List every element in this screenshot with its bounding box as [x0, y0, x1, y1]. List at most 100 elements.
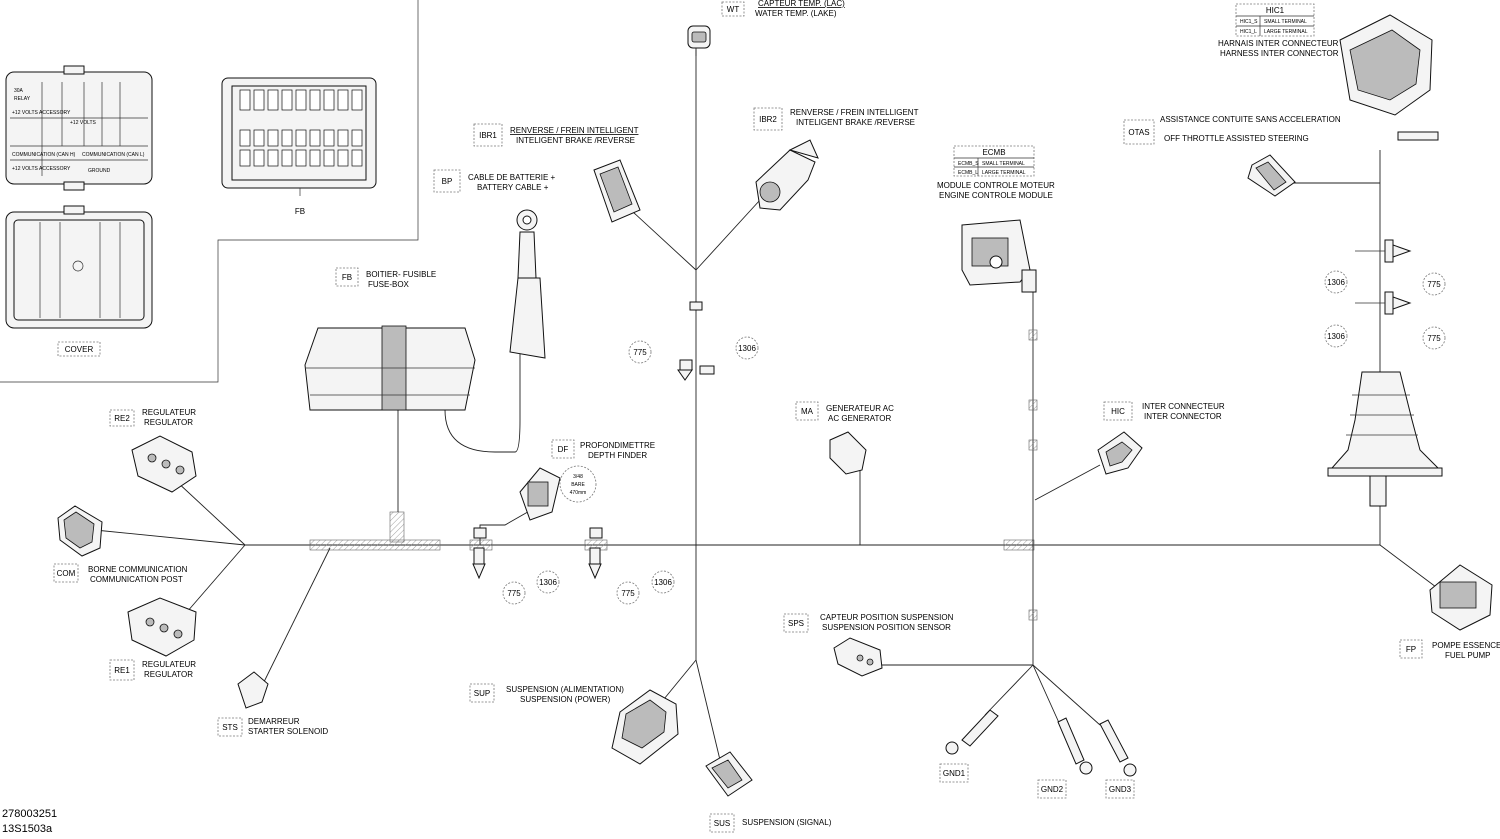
re1-regulator	[127, 597, 197, 657]
com-post	[57, 505, 103, 557]
fp-pump	[1429, 564, 1493, 631]
drawing-code: 13S1503a	[2, 823, 53, 835]
hic-en: INTER CONNECTOR	[1144, 412, 1222, 421]
row2-label: +12 VOLTS	[70, 120, 97, 126]
fb-fr: BOITIER- FUSIBLE	[366, 270, 436, 279]
hic1-large: LARGE TERMINAL	[1264, 29, 1308, 35]
sup-en: SUSPENSION (POWER)	[520, 695, 611, 704]
df-note-bare: BARE	[571, 482, 585, 488]
com-code: COM	[57, 569, 76, 578]
sps-sensor	[833, 637, 883, 677]
fusebox-detail: 30A RELAY +12 VOLTS ACCESSORY +12 VOLTS …	[0, 0, 419, 383]
hic1-l: HIC1_L	[1240, 29, 1257, 35]
sup-connector	[611, 689, 679, 765]
sup-fr: SUSPENSION (ALIMENTATION)	[506, 685, 624, 694]
df-note-length: 470mm	[570, 490, 587, 496]
relay-label: 30A	[14, 88, 24, 94]
ref-1306-a: 1306	[738, 344, 756, 353]
gnd1-code: GND1	[943, 769, 966, 778]
row4-label: COMMUNICATION (CAN L)	[82, 152, 145, 158]
hic1-code: HIC1	[1266, 6, 1285, 15]
ma-connector	[829, 431, 867, 475]
fp-fr: POMPE ESSENCE	[1432, 641, 1500, 650]
relay-sub: RELAY	[14, 96, 31, 102]
ref-callouts: 775 1306 1306 775 1306 775 1306 775 1306…	[502, 270, 1446, 605]
ref-775-e: 775	[1427, 334, 1441, 343]
row1-label: +12 VOLTS ACCESSORY	[12, 110, 71, 116]
sts-fr: DEMARREUR	[248, 717, 300, 726]
battery-cable	[509, 209, 546, 359]
fp-en: FUEL PUMP	[1445, 651, 1491, 660]
sps-code: SPS	[788, 619, 804, 628]
ma-code: MA	[801, 407, 814, 416]
df-fr: PROFONDIMETTRE	[580, 441, 655, 450]
fb-en: FUSE-BOX	[368, 280, 410, 289]
otas-fr: ASSISTANCE CONTUITE SANS ACCELERATION	[1160, 115, 1341, 124]
sup-code: SUP	[474, 689, 490, 698]
hic1-s: HIC1_S	[1240, 19, 1258, 25]
sts-code: STS	[222, 723, 238, 732]
sus-connector	[705, 751, 753, 797]
ecmb-l: ECMB_L	[958, 170, 978, 176]
ref-1306-e: 1306	[1327, 332, 1345, 341]
ref-775-b: 775	[507, 589, 521, 598]
hic1-fr: HARNAIS INTER CONNECTEUR	[1218, 39, 1339, 48]
fb-code: FB	[342, 273, 352, 282]
bp-en: BATTERY CABLE +	[477, 183, 549, 192]
sts-solenoid	[237, 671, 269, 709]
hic-code: HIC	[1111, 407, 1125, 416]
hic1-en: HARNESS INTER CONNECTOR	[1220, 49, 1339, 58]
otas-en: OFF THROTTLE ASSISTED STEERING	[1164, 134, 1309, 143]
ecmb-code: ECMB	[982, 148, 1005, 157]
re2-fr: REGULATEUR	[142, 408, 196, 417]
sus-fr: SUSPENSION (SIGNAL)	[742, 818, 832, 827]
gnd3-code: GND3	[1109, 785, 1132, 794]
com-en: COMMUNICATION POST	[90, 575, 183, 584]
row6-label: GROUND	[88, 168, 111, 174]
hic-fr: INTER CONNECTEUR	[1142, 402, 1225, 411]
df-note-gauge: 3/48	[573, 474, 583, 480]
df-en: DEPTH FINDER	[588, 451, 647, 460]
ref-1306-b: 1306	[539, 578, 557, 587]
ref-775-d: 775	[1427, 280, 1441, 289]
ibr2-en: INTELIGENT BRAKE /REVERSE	[796, 118, 915, 127]
inline-sensors	[472, 301, 715, 580]
right-sensors	[1355, 239, 1412, 315]
ref-775-a: 775	[633, 348, 647, 357]
harness-wires	[94, 50, 1441, 761]
otas-connector	[1247, 154, 1296, 197]
wt-connector	[687, 25, 711, 56]
ref-1306-d: 1306	[1327, 278, 1345, 287]
hic1-connector	[1339, 14, 1439, 141]
otas-code: OTAS	[1128, 128, 1149, 137]
sus-code: SUS	[714, 819, 730, 828]
sts-en: STARTER SOLENOID	[248, 727, 328, 736]
gnd2-code: GND2	[1041, 785, 1064, 794]
fb-detail-label: FB	[295, 207, 305, 216]
ibr1-code: IBR1	[479, 131, 497, 140]
row3-label: COMMUNICATION (CAN H)	[12, 152, 76, 158]
re2-code: RE2	[114, 414, 130, 423]
ibr1-en: INTELIGENT BRAKE /REVERSE	[516, 136, 635, 145]
wt-fr: CAPTEUR TEMP. (LAC)	[758, 0, 845, 8]
ibr2-fr: RENVERSE / FREIN INTELLIGENT	[790, 108, 919, 117]
ma-en: AC GENERATOR	[828, 414, 891, 423]
re1-code: RE1	[114, 666, 130, 675]
hic-connector	[1097, 431, 1143, 475]
ibr2-connector	[755, 139, 819, 211]
ref-1306-c: 1306	[654, 578, 672, 587]
df-connector: 3/48 BARE 470mm	[519, 465, 597, 521]
ecmb-fr: MODULE CONTROLE MOTEUR	[937, 181, 1055, 190]
ibr1-connector	[593, 159, 641, 223]
row5-label: +12 VOLTS ACCESSORY	[12, 166, 71, 172]
ground-lugs	[945, 709, 1137, 777]
com-fr: BORNE COMMUNICATION	[88, 565, 188, 574]
hic1-small: SMALL TERMINAL	[1264, 19, 1307, 25]
ref-775-c: 775	[621, 589, 635, 598]
ecmb-s: ECMB_S	[958, 161, 979, 167]
df-code: DF	[558, 445, 569, 454]
fuse-box-part	[304, 325, 476, 411]
ma-fr: GENERATEUR AC	[826, 404, 894, 413]
